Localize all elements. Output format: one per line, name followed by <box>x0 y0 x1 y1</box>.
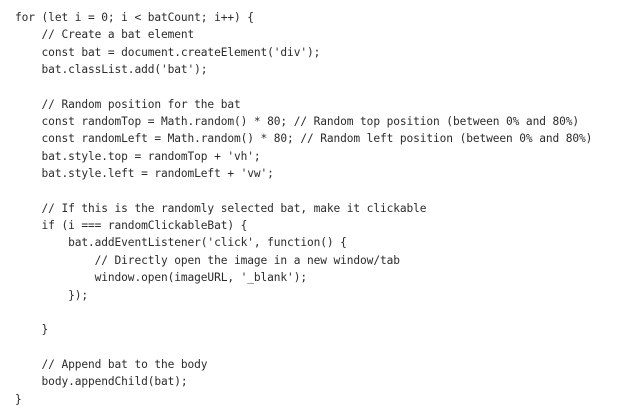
code-line: const randomLeft = Math.random() * 80; /… <box>15 132 593 146</box>
code-line: bat.addEventListener('click', function()… <box>15 236 347 250</box>
code-line: } <box>15 392 22 406</box>
code-line: // Directly open the image in a new wind… <box>15 253 400 267</box>
code-line: // Random position for the bat <box>15 97 241 111</box>
code-line: // If this is the randomly selected bat,… <box>15 201 427 215</box>
code-line: bat.style.left = randomLeft + 'vw'; <box>15 167 274 181</box>
code-line: }); <box>15 288 88 302</box>
code-line: const bat = document.createElement('div'… <box>15 45 321 59</box>
code-line: const randomTop = Math.random() * 80; //… <box>15 115 580 129</box>
code-line: for (let i = 0; i < batCount; i++) { <box>15 11 254 24</box>
code-line: if (i === randomClickableBat) { <box>15 219 248 233</box>
code-line <box>15 78 627 95</box>
code-line: body.appendChild(bat); <box>15 375 188 389</box>
code-line: } <box>15 323 49 337</box>
code-line: window.open(imageURL, '_blank'); <box>15 271 307 285</box>
code-line: // Append bat to the body <box>15 357 208 371</box>
code-line: bat.style.top = randomTop + 'vh'; <box>15 149 261 163</box>
code-line: bat.classList.add('bat'); <box>15 63 208 77</box>
code-line <box>15 339 627 356</box>
code-line <box>15 182 627 199</box>
code-line: // Create a bat element <box>15 28 195 42</box>
code-line <box>15 304 627 321</box>
